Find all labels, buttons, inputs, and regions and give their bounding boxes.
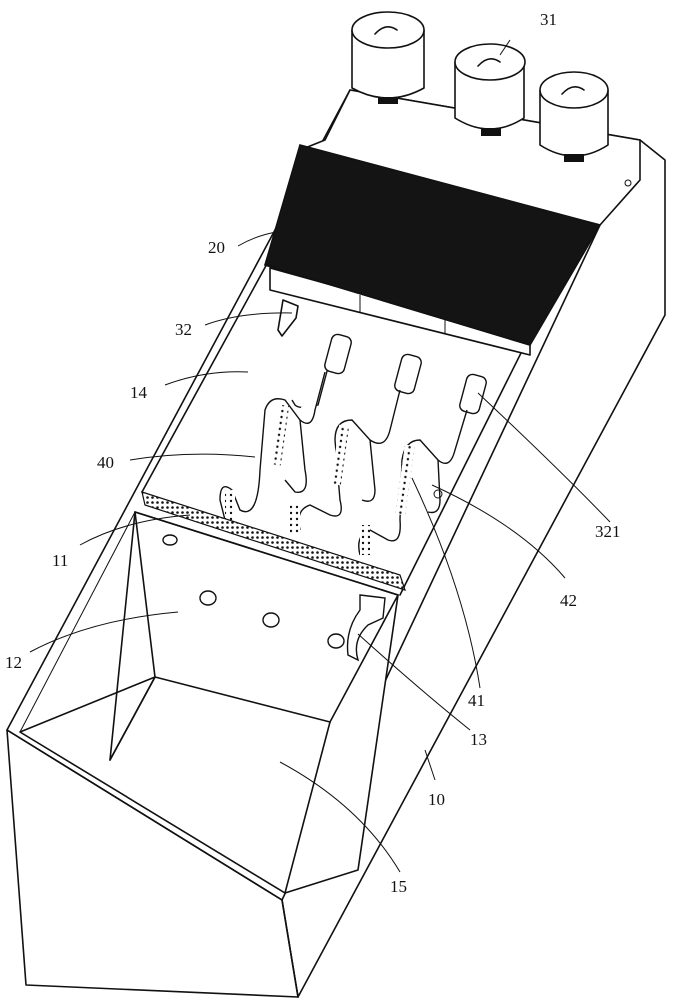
label-11: 11 [52, 551, 68, 570]
label-20: 20 [208, 238, 225, 257]
label-31: 31 [540, 10, 557, 29]
perforated-plate [141, 491, 406, 591]
fan-right [539, 71, 609, 162]
label-41: 41 [468, 691, 485, 710]
label-321: 321 [595, 522, 621, 541]
bracket-32 [277, 299, 299, 337]
lower-chamber [19, 511, 399, 894]
heat-pipes [219, 333, 487, 556]
label-12: 12 [5, 653, 22, 672]
label-10: 10 [428, 790, 445, 809]
leaders [29, 39, 611, 873]
label-14: 14 [130, 383, 148, 402]
fan-middle [454, 43, 526, 136]
label-13: 13 [470, 730, 487, 749]
label-15: 15 [390, 877, 407, 896]
label-32: 32 [175, 320, 192, 339]
label-42: 42 [560, 591, 577, 610]
label-40: 40 [97, 453, 114, 472]
fan-left [351, 11, 425, 104]
reference-labels: 31 20 32 14 40 321 11 42 12 41 13 10 15 [5, 10, 621, 896]
